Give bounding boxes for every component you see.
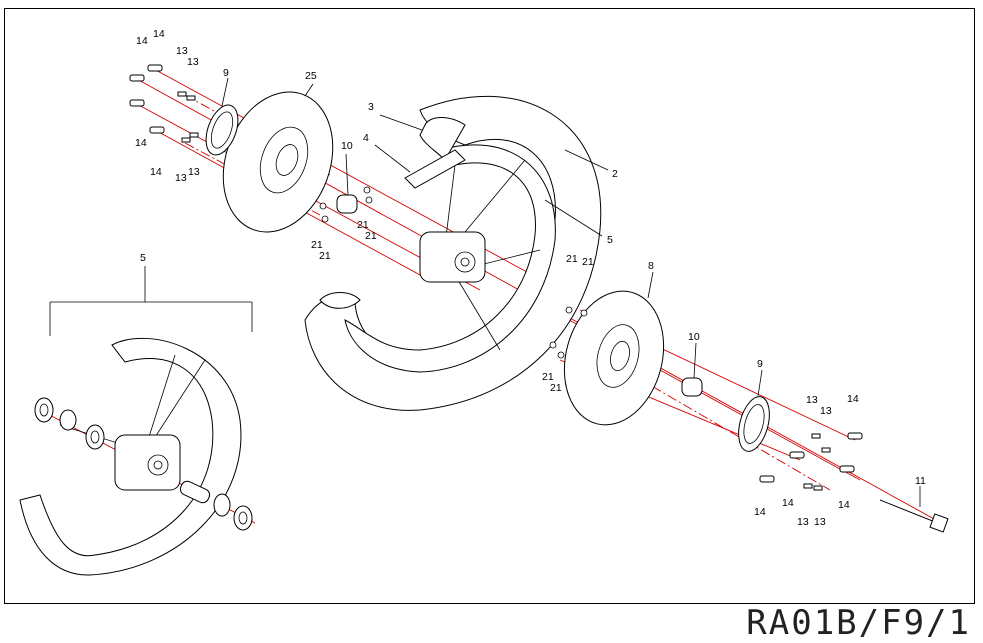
inset-rim-assembly xyxy=(19,337,253,576)
label-14: 14 xyxy=(847,393,859,405)
brake-disc-upper xyxy=(222,91,334,233)
rotor-ring-upper xyxy=(205,104,239,156)
label-14: 14 xyxy=(153,28,165,40)
label-21: 21 xyxy=(550,382,562,394)
label-13: 13 xyxy=(806,394,818,406)
label-25: 25 xyxy=(305,70,317,82)
label-10: 10 xyxy=(688,331,700,343)
bolts-upper xyxy=(129,64,199,143)
label-13: 13 xyxy=(176,45,188,57)
label-9: 9 xyxy=(757,358,763,370)
label-21: 21 xyxy=(542,371,554,383)
inset-bracket xyxy=(49,266,253,336)
inner-tube xyxy=(404,117,466,189)
label-5: 5 xyxy=(607,234,613,246)
label-21: 21 xyxy=(582,256,594,268)
leader-lines xyxy=(221,77,921,507)
label-5: 5 xyxy=(140,252,146,264)
label-11: 11 xyxy=(915,475,926,487)
spacer-upper xyxy=(336,194,358,214)
label-14: 14 xyxy=(150,166,162,178)
label-13: 13 xyxy=(797,516,809,528)
drawing-code: RA01B/F9/1 xyxy=(746,603,971,643)
label-9: 9 xyxy=(223,67,229,79)
label-14: 14 xyxy=(135,137,147,149)
nuts xyxy=(319,186,588,359)
spacer-lower xyxy=(681,377,703,397)
label-13: 13 xyxy=(814,516,826,528)
label-13: 13 xyxy=(820,405,832,417)
label-14: 14 xyxy=(838,499,850,511)
label-4: 4 xyxy=(363,132,369,144)
label-21: 21 xyxy=(566,253,578,265)
bolts-lower xyxy=(759,432,863,491)
brake-disc-lower xyxy=(563,290,665,426)
rotor-ring-lower xyxy=(738,396,770,452)
label-3: 3 xyxy=(368,101,374,113)
label-21: 21 xyxy=(365,230,377,242)
label-21: 21 xyxy=(357,219,369,231)
label-13: 13 xyxy=(187,56,199,68)
label-10: 10 xyxy=(341,140,353,152)
label-21: 21 xyxy=(311,239,323,251)
part-labels: 14 14 13 13 9 25 3 4 14 14 13 13 10 21 2… xyxy=(135,28,926,528)
label-14: 14 xyxy=(754,506,766,518)
label-21: 21 xyxy=(319,250,331,262)
tire-bead-end xyxy=(319,292,361,309)
label-14: 14 xyxy=(782,497,794,509)
axle xyxy=(879,499,949,533)
label-13: 13 xyxy=(175,172,187,184)
wheel-rim xyxy=(344,144,556,373)
drawing-frame xyxy=(4,8,975,604)
label-2: 2 xyxy=(612,168,618,180)
label-14: 14 xyxy=(136,35,148,47)
label-13: 13 xyxy=(188,166,200,178)
label-8: 8 xyxy=(648,260,654,272)
